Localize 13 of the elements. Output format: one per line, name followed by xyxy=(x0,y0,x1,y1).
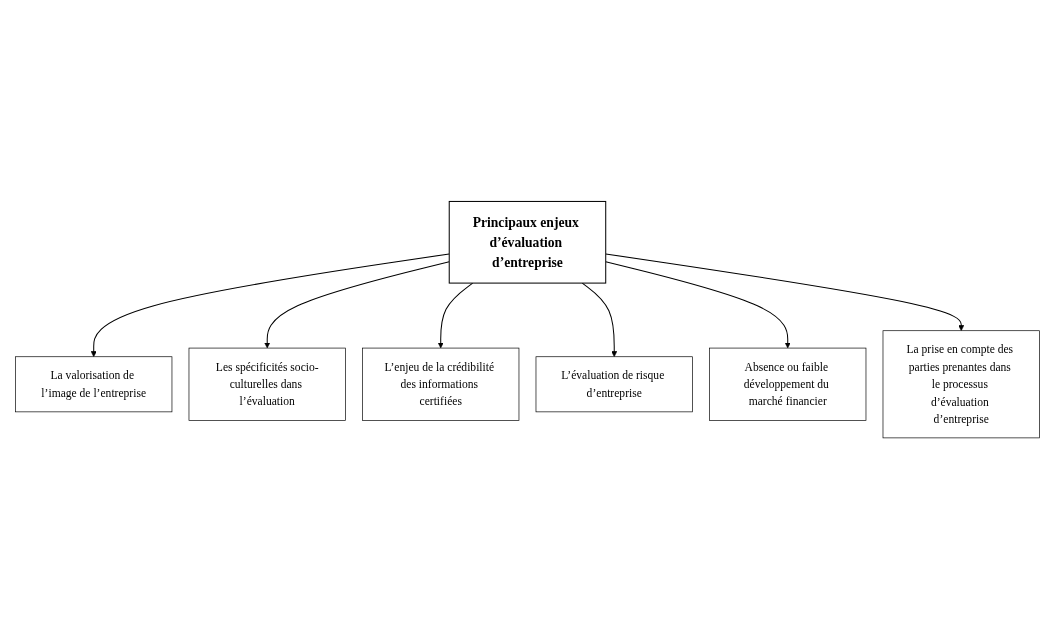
node-box: Principaux enjeux d’évaluation d’entreprise xyxy=(448,201,607,284)
arrow xyxy=(90,253,450,358)
node-box: L’enjeu de la crédibilité des informations certifiées xyxy=(362,348,520,422)
node-box: La valorisation de l’image de l’entreprise xyxy=(15,356,173,413)
arrow xyxy=(264,261,450,349)
arrow xyxy=(605,261,791,349)
arrow xyxy=(581,282,618,358)
node-box: Les spécificités socio-culturelles dans l’évaluation xyxy=(188,348,346,422)
node-box: La prise en compte des parties prenantes dans le processus d’évaluation d’entreprise xyxy=(882,330,1040,439)
node-box: Absence ou faible développement du marché financier xyxy=(709,348,867,422)
arrow xyxy=(605,253,965,332)
node-box: L’évaluation de risque d’entreprise xyxy=(535,356,693,413)
arrow xyxy=(437,282,474,349)
